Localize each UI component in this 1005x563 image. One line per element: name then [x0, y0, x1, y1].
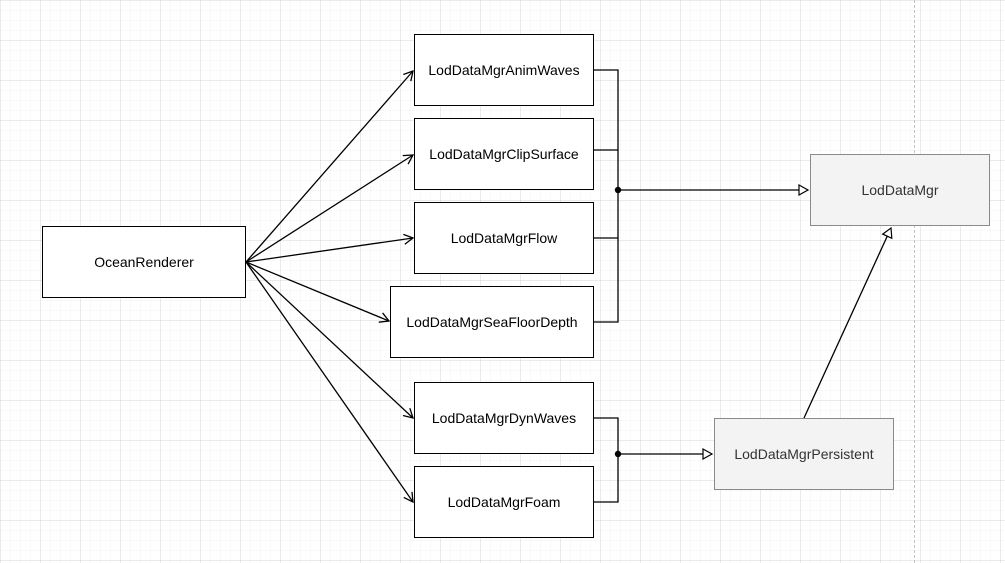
inheritance-anim-waves-branch[interactable] [594, 69, 619, 190]
page-boundary-guide [914, 0, 915, 563]
node-lod-data-mgr-flow[interactable]: LodDataMgrFlow [414, 202, 594, 274]
inheritance-sea-floor-depth-branch[interactable] [594, 238, 619, 323]
node-lod-data-mgr-foam[interactable]: LodDataMgrFoam [414, 466, 594, 538]
node-lod-data-mgr-clip-surface[interactable]: LodDataMgrClipSurface [414, 118, 594, 190]
node-ocean-renderer[interactable]: OceanRenderer [42, 226, 246, 298]
node-lod-data-mgr-persistent[interactable]: LodDataMgrPersistent [714, 418, 894, 490]
association-dyn-waves[interactable] [245, 261, 414, 419]
inheritance-dyn-waves-branch[interactable] [594, 417, 619, 454]
inheritance-flow-branch[interactable] [594, 190, 619, 239]
association-foam[interactable] [245, 261, 414, 504]
junction-dot-bottom [614, 450, 622, 458]
association-clip-surface[interactable] [245, 154, 415, 263]
node-lod-data-mgr[interactable]: LodDataMgr [810, 154, 990, 226]
inheritance-foam-branch[interactable] [594, 454, 619, 503]
node-lod-data-mgr-sea-floor-depth[interactable]: LodDataMgrSeaFloorDepth [390, 286, 594, 358]
node-lod-data-mgr-dyn-waves[interactable]: LodDataMgrDynWaves [414, 382, 594, 454]
association-sea-floor-depth[interactable] [245, 261, 391, 323]
inheritance-persistent-to-lod-data-mgr[interactable] [803, 228, 891, 419]
node-lod-data-mgr-anim-waves[interactable]: LodDataMgrAnimWaves [414, 34, 594, 106]
association-anim-waves[interactable] [245, 69, 414, 263]
junction-dot-top [614, 186, 622, 194]
association-flow[interactable] [245, 233, 415, 263]
